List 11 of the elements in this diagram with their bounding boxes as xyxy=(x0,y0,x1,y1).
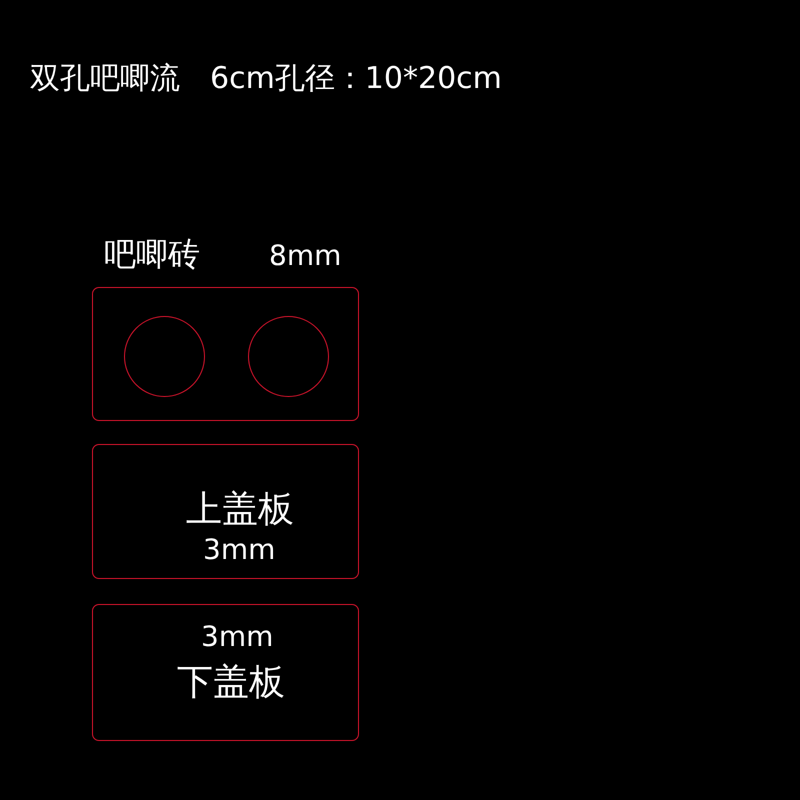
title: 双孔吧唧流 6cm孔径：10*20cm xyxy=(30,64,502,94)
hole-circle xyxy=(248,316,329,397)
part-heading: 吧唧砖 xyxy=(104,238,200,270)
part-label: 下盖板 xyxy=(177,665,285,701)
panel-outline xyxy=(92,604,359,741)
part-label: 3mm xyxy=(201,623,274,651)
hole-circle xyxy=(124,316,205,397)
part-label: 8mm xyxy=(269,242,342,270)
panel-outline xyxy=(92,444,359,579)
part-label: 3mm xyxy=(203,536,276,564)
part-label: 上盖板 xyxy=(186,492,294,528)
